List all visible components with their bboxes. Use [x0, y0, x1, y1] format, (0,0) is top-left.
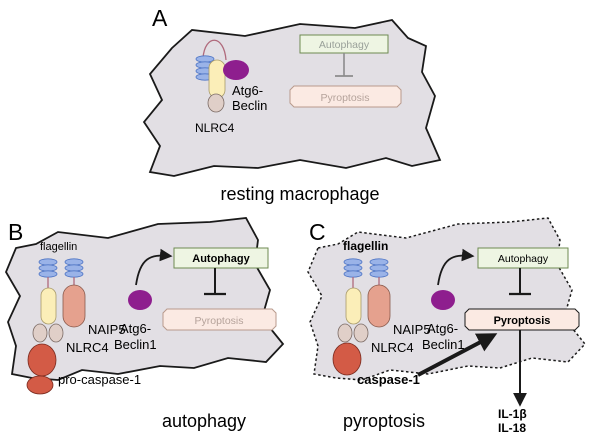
panel-c-activation-arrow	[437, 248, 475, 286]
panel-b-flagellin-icon	[38, 258, 58, 278]
panel-b-procaspase-icon	[27, 343, 57, 377]
panel-a-caption: resting macrophage	[220, 184, 379, 204]
panel-b-flagellin-label: flagellin	[40, 241, 77, 253]
panel-c-il1-label: IL-1β	[498, 407, 527, 421]
panel-b-letter: B	[8, 219, 23, 245]
panel-b-caption: autophagy	[162, 411, 246, 431]
panel-a-beclin-icon	[223, 60, 249, 80]
panel-b-beclin-icon	[128, 290, 152, 310]
panel-b-autophagy-box	[173, 247, 269, 269]
panel-a-pyroptosis-box	[289, 85, 402, 108]
panel-b-pyroptosis-box	[162, 308, 277, 331]
panel-c-nlrc4-body	[345, 287, 362, 325]
panel-b-procaspase-label: pro-caspase-1	[58, 372, 141, 387]
panel-b-nlrc4-label: NLRC4	[66, 340, 109, 355]
panel-b-nlrc4-cap-2	[48, 323, 64, 343]
panel-b-beclin-label-1: Atg6-	[120, 321, 151, 336]
panel-c-caspase-activation-arrow	[417, 333, 498, 377]
panel-c-nlrc4-label: NLRC4	[371, 340, 414, 355]
panel-c-caption: pyroptosis	[343, 411, 425, 431]
panel-a-nlrc4-cap	[207, 93, 225, 113]
panel-c-flagellin-label: flagellin	[343, 239, 388, 253]
panel-c-pyroptosis-label: Pyroptosis	[494, 315, 551, 327]
panel-a-nlrc4-body	[208, 59, 226, 99]
panel-a-beclin-label-1: Atg6-	[232, 83, 263, 98]
panel-c-pyroptosis-box	[464, 308, 580, 331]
panel-b-inflammasome-complex	[26, 258, 86, 395]
panel-b-beclin-label-2: Beclin1	[114, 337, 157, 352]
panel-b-autophagy-label: Autophagy	[192, 253, 250, 265]
panel-c-beclin-icon	[431, 290, 455, 310]
panel-a: A Atg6- Beclin NLRC4 Autophagy Pyroptosi…	[142, 5, 442, 204]
panel-c-nlrc4-cap-1	[337, 323, 353, 343]
panel-a-beclin-label-2: Beclin	[232, 98, 267, 113]
panel-b-pyroptosis-label: Pyroptosis	[194, 315, 243, 327]
panel-b: B flagellin NAIP5 NLRC4 pro-c	[4, 217, 285, 431]
panel-c-inflammasome-complex	[332, 258, 391, 376]
panel-a-flagellin-link	[202, 39, 227, 61]
panel-c-naip5-label: NAIP5	[393, 322, 431, 337]
panel-c-caspase-label: caspase-1	[357, 372, 420, 387]
panel-a-letter: A	[152, 5, 168, 31]
panel-c-flagellin-icon	[343, 258, 363, 278]
panel-c-autophagy-label: Autophagy	[498, 253, 549, 265]
panel-c-autophagy-box	[477, 247, 569, 269]
panel-b-naip5-icon	[62, 284, 86, 328]
panel-c-letter: C	[309, 219, 326, 245]
panel-c: C flagellin NAIP5 NLRC4 caspase-1	[307, 217, 586, 435]
panel-c-il18-label: IL-18	[498, 421, 526, 435]
panel-a-resting-complex	[195, 39, 249, 113]
panel-a-nlrc4-label: NLRC4	[195, 121, 235, 135]
panel-c-caspase-icon	[332, 342, 362, 376]
panel-b-procaspase-icon-2	[26, 375, 54, 395]
panel-b-nlrc4-body	[40, 287, 57, 325]
panel-c-beclin-label-1: Atg6-	[427, 321, 458, 336]
panel-b-activation-arrow	[135, 248, 173, 286]
panel-c-beclin-label-2: Beclin1	[422, 337, 465, 352]
panel-b-nlrc4-cap-1	[32, 323, 48, 343]
panel-b-flagellin-icon-2	[64, 258, 84, 278]
panel-a-pyroptosis-label: Pyroptosis	[320, 92, 369, 104]
panel-a-autophagy-label: Autophagy	[319, 39, 370, 51]
panel-c-flagellin-icon-2	[369, 258, 389, 278]
panel-c-nlrc4-cap-2	[353, 323, 369, 343]
panel-c-naip5-icon	[367, 284, 391, 328]
panel-b-naip5-label: NAIP5	[88, 322, 126, 337]
